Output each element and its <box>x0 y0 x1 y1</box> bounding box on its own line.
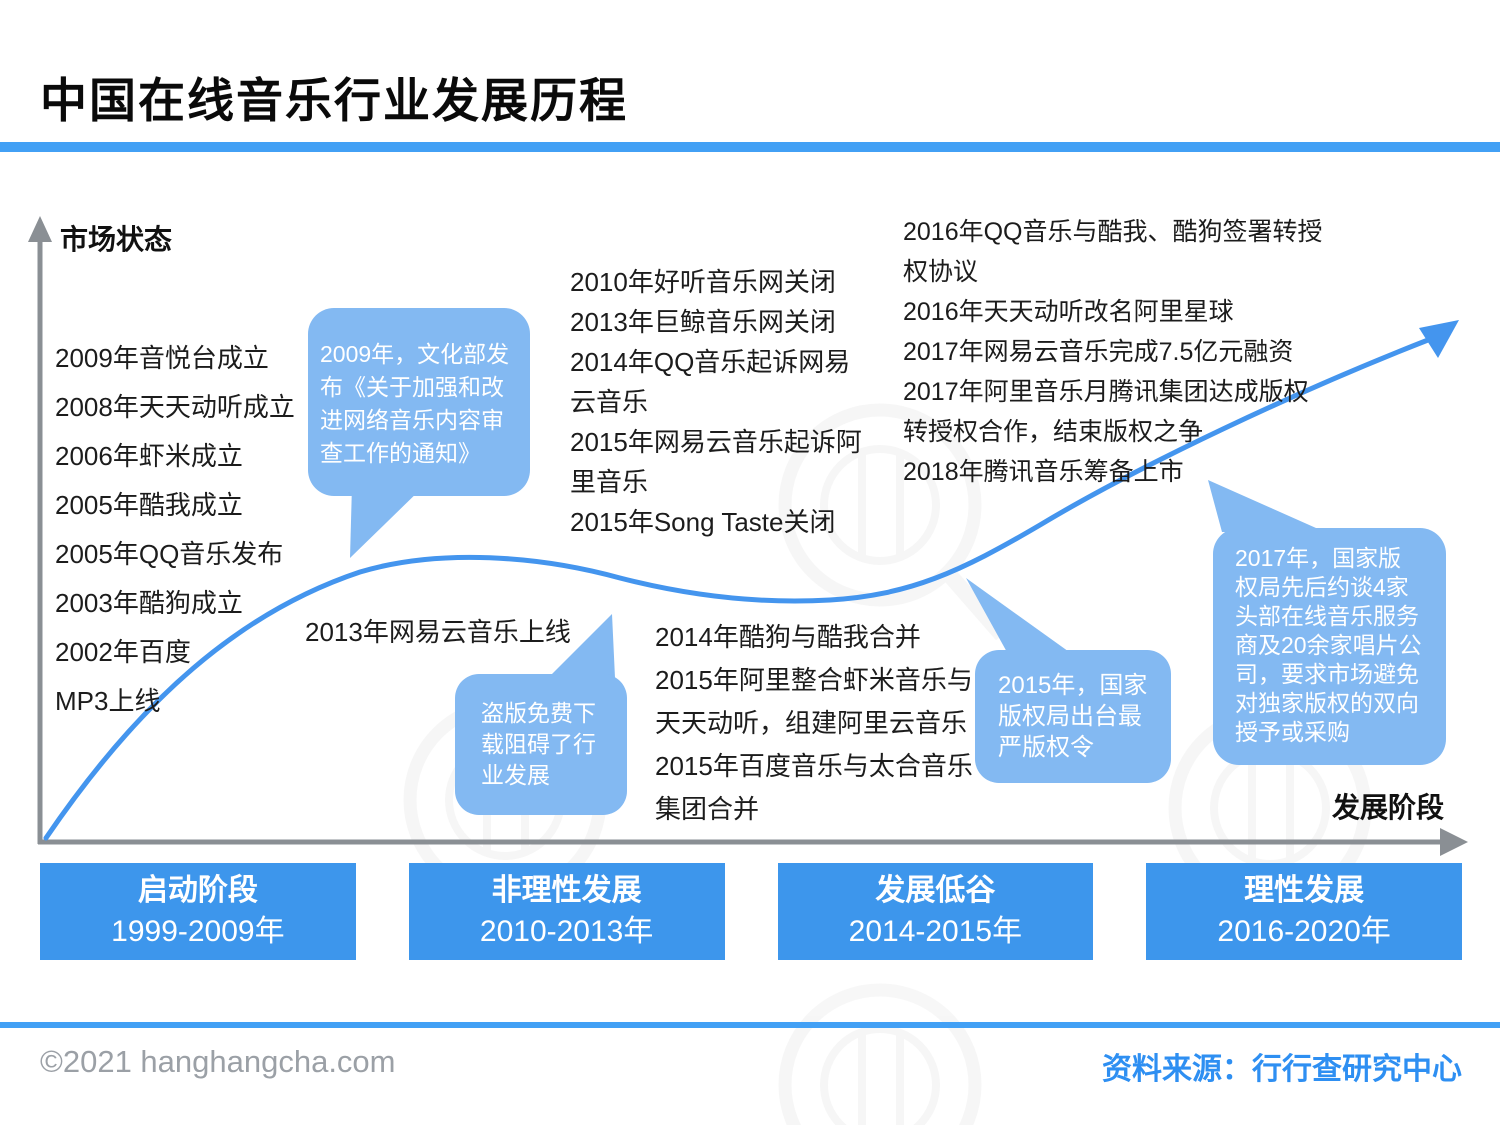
event-list-mid-bottom: 2014年酷狗与酷我合并 2015年阿里整合虾米音乐与天天动听，组建阿里云音乐 20… <box>655 616 985 831</box>
x-axis-arrow-icon <box>1440 828 1468 856</box>
event-item: 2013年巨鲸音乐网关闭 <box>570 307 836 337</box>
x-axis-label: 发展阶段 <box>1332 792 1445 823</box>
stage-box-trough: 发展低谷 2014-2015年 <box>777 863 1094 960</box>
stage-years: 2010-2013年 <box>479 914 654 948</box>
callout-bubble-piracy: 盗版免费下载阻碍了行业发展 <box>455 674 627 815</box>
bubble-3-tail <box>966 578 1072 654</box>
bubble-2-tail <box>548 614 615 678</box>
event-list-left: 2009年音悦台成立 2008年天天动听成立 2006年虾米成立 2005年酷我成立 2… <box>55 334 305 726</box>
event-item: 2015年网易云音乐起诉阿里音乐 <box>570 427 862 497</box>
stage-box-rational-growth: 理性发展 2016-2020年 <box>1146 863 1462 960</box>
callout-bubble-2017-copyright: 2017年，国家版权局先后约谈4家头部在线音乐服务商及20余家唱片公司，要求市场… <box>1213 528 1446 765</box>
event-item: 2006年虾米成立 <box>55 441 243 471</box>
bubble-4-tail <box>1208 480 1325 532</box>
event-item: 2018年腾讯音乐筹备上市 <box>903 458 1184 486</box>
footer-source-label: 资料来源：行行查研究中心 <box>1102 1053 1462 1086</box>
stage-name: 非理性发展 <box>491 874 642 907</box>
event-item: 2015年阿里整合虾米音乐与天天动听，组建阿里云音乐 <box>655 665 973 738</box>
growth-curve-arrow-icon <box>1419 320 1459 358</box>
stage-name: 发展低谷 <box>875 874 996 907</box>
event-item: 2017年阿里音乐月腾讯集团达成版权转授权合作，结束版权之争 <box>903 378 1309 446</box>
stage-box-irrational-growth: 非理性发展 2010-2013年 <box>408 863 725 960</box>
event-item: 2003年酷狗成立 <box>55 588 243 618</box>
event-item: 2005年QQ音乐发布 <box>55 539 284 569</box>
callout-bubble-2015-copyright: 2015年，国家版权局出台最严版权令 <box>975 650 1171 783</box>
y-axis-label: 市场状态 <box>60 224 173 255</box>
growth-curve <box>43 337 1431 841</box>
event-item: 2015年百度音乐与太合音乐集团合并 <box>655 751 973 824</box>
bubble-1-tail <box>350 485 425 558</box>
stage-box-launch: 启动阶段 1999-2009年 <box>40 863 356 960</box>
stage-name: 启动阶段 <box>137 874 258 907</box>
event-item: 2009年音悦台成立 <box>55 343 269 373</box>
y-axis-arrow-icon <box>28 216 52 242</box>
page-title: 中国在线音乐行业发展历程 <box>40 74 628 127</box>
footer-divider <box>0 1022 1500 1028</box>
event-item: 2015年Song Taste关闭 <box>570 507 836 537</box>
stage-row: 启动阶段 1999-2009年 非理性发展 2010-2013年 发展低谷 20… <box>40 863 1462 960</box>
event-item: 2010年好听音乐网关闭 <box>570 267 836 297</box>
event-item: 2016年天天动听改名阿里星球 <box>903 298 1234 326</box>
event-item: 2002年百度 MP3上线 <box>55 637 191 716</box>
stage-years: 1999-2009年 <box>111 914 285 948</box>
event-list-right-top: 2016年QQ音乐与酷我、酷狗签署转授权协议 2016年天天动听改名阿里星球 201… <box>903 212 1331 492</box>
stage-years: 2016-2020年 <box>1217 914 1391 948</box>
footer-copyright: ©2021 hanghangcha.com <box>40 1044 396 1079</box>
event-item: 2008年天天动听成立 <box>55 392 295 422</box>
event-item: 2014年酷狗与酷我合并 <box>655 622 921 652</box>
stage-years: 2014-2015年 <box>848 914 1023 948</box>
event-list-mid-top: 2010年好听音乐网关闭 2013年巨鲸音乐网关闭 2014年QQ音乐起诉网易云音乐… <box>570 262 870 542</box>
curve-event-label: 2013年网易云音乐上线 <box>305 617 571 647</box>
event-item: 2014年QQ音乐起诉网易云音乐 <box>570 347 851 417</box>
stage-name: 理性发展 <box>1244 874 1365 907</box>
title-underline <box>0 142 1500 152</box>
event-item: 2016年QQ音乐与酷我、酷狗签署转授权协议 <box>903 218 1323 286</box>
event-item: 2017年网易云音乐完成7.5亿元融资 <box>903 338 1294 366</box>
callout-bubble-2009-policy: 2009年，文化部发布《关于加强和改进网络音乐内容审查工作的通知》 <box>308 308 530 496</box>
event-item: 2005年酷我成立 <box>55 490 243 520</box>
